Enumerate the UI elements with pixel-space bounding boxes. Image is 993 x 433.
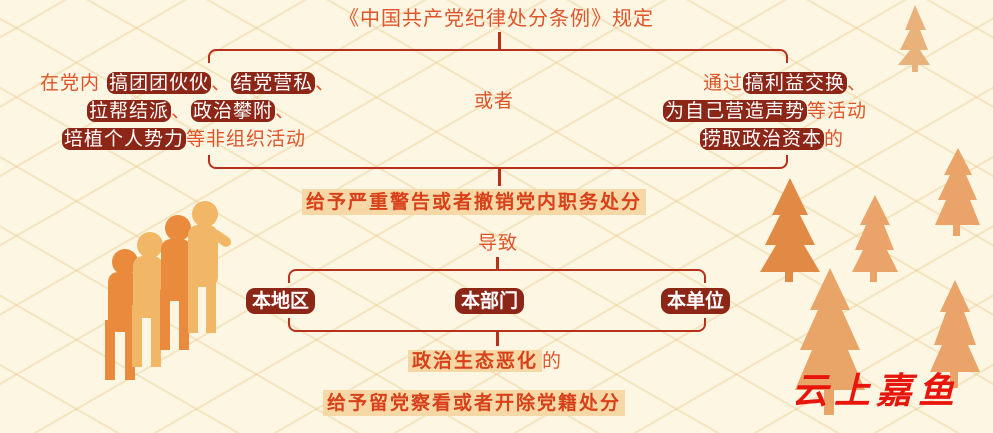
highlight-chip: 培植个人势力 [62,128,187,150]
or-label: 或者 [474,90,515,112]
brand-logo: 云上嘉鱼 [792,370,961,412]
bracket-top [288,269,706,283]
scope-tag-region: 本地区 [246,288,316,314]
bracket-top [208,49,788,63]
tree-icon [898,5,930,72]
highlight-chip: 结党营私 [231,72,316,94]
left-line-2: 拉帮结派、政治攀附、 [87,100,296,122]
consequence-line: 政治生态恶化的 [408,348,562,374]
bracket-bottom [288,318,706,332]
highlight-chip: 为自己营造声势 [663,100,808,122]
right-line-1: 通过搞利益交换、 [703,72,868,94]
tree-icon [930,280,980,388]
penalty-banner-1: 给予严重警告或者撤销党内职务处分 [302,189,647,215]
lead-to-label: 导致 [478,232,519,254]
connector-line [498,32,501,50]
tree-icon [760,178,820,282]
left-line-1: 在党内 搞团团伙伙、结党营私、 [40,72,336,94]
right-line-2: 为自己营造声势等活动 [663,100,868,122]
penalty-banner-2: 给予留党察看或者开除党籍处分 [323,390,626,416]
people-icon [105,201,232,380]
tree-icon [852,195,898,282]
highlight-chip: 拉帮结派 [87,100,172,122]
tree-icon [795,268,865,415]
left-line-3: 培植个人势力等非组织活动 [62,128,307,150]
highlight-chip: 搞利益交换 [743,72,848,94]
highlight-chip: 搞团团伙伙 [107,72,212,94]
connector-line [496,257,499,270]
tree-icon [935,148,980,236]
consequence-highlight: 政治生态恶化 [408,350,543,372]
scope-tag-department: 本部门 [455,288,525,314]
connector-line [498,168,501,186]
scope-tag-unit: 本单位 [661,288,731,314]
connector-line [496,331,499,346]
right-line-3: 捞取政治资本的 [700,128,845,150]
page-title: 《中国共产党纪律处分条例》规定 [339,6,654,30]
highlight-chip: 政治攀附 [191,100,276,122]
highlight-chip: 捞取政治资本 [700,128,825,150]
bracket-bottom [208,155,788,169]
